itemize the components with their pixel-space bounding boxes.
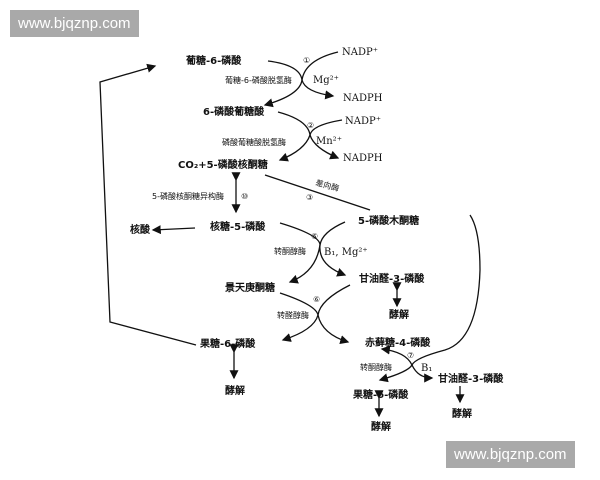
step-5: ⑤	[311, 232, 318, 241]
metabolite-gap-1: 甘油醛-3-磷酸	[359, 272, 425, 285]
metabolite-f6p-1: 果糖-6-磷酸	[199, 337, 256, 350]
cofactor-nadp-2: NADP⁺	[345, 116, 381, 127]
glycolysis-3: 酵解	[452, 407, 472, 420]
cofactor-mn: Mn²⁺	[316, 136, 342, 147]
arrow	[301, 51, 339, 100]
cofactor-nadp-1: NADP⁺	[342, 47, 378, 58]
metabolite-6pg: 6-磷酸葡糖酸	[203, 105, 265, 118]
watermark-bottom: www.bjqznp.com	[446, 441, 575, 468]
cofactor-mg-1: Mg²⁺	[313, 75, 339, 86]
arrow	[151, 225, 196, 235]
metabolite-g6p: 葡糖-6-磷酸	[185, 54, 242, 67]
metabolite-f6p-2: 果糖-6-磷酸	[352, 388, 409, 401]
enzyme-2: 磷酸葡糖酸脱氢酶	[222, 137, 286, 147]
metabolite-r5p: 核糖-5-磷酸	[210, 220, 266, 233]
arrow	[277, 111, 311, 162]
arrow	[378, 214, 481, 383]
enzyme-6: 转醛醇酶	[277, 310, 309, 320]
step-2: ②	[307, 121, 314, 130]
metabolite-nucleic-acid: 核酸	[130, 223, 151, 236]
arrow	[317, 284, 351, 345]
watermark-top: www.bjqznp.com	[10, 10, 139, 37]
enzyme-3: 差向酶	[314, 177, 340, 193]
step-3: ③	[306, 193, 313, 202]
cofactor-nadph-1: NADPH	[343, 93, 383, 104]
metabolite-gap-2: 甘油醛-3-磷酸	[438, 372, 504, 385]
metabolite-xu5p: 5-磷酸木酮糖	[358, 214, 419, 227]
glycolysis-1: 酵解	[389, 308, 409, 321]
enzyme-5: 转酮醇酶	[274, 246, 306, 256]
recycle-arrow	[99, 63, 197, 346]
arrow	[309, 119, 343, 160]
glycolysis-2: 酵解	[225, 384, 245, 397]
arrow	[288, 221, 346, 284]
glycolysis-4: 酵解	[371, 420, 391, 433]
enzyme-10: 5-磷酸核酮糖异构酶	[152, 191, 224, 201]
step-1: ①	[303, 56, 310, 65]
cofactor-b1: B₁	[421, 363, 432, 374]
arrow	[411, 364, 434, 383]
step-10: ⑩	[241, 192, 248, 201]
enzyme-1: 葡糖-6-磷酸脱氢酶	[225, 75, 292, 85]
cofactor-nadph-2: NADPH	[343, 153, 383, 164]
metabolite-s7p: 景天庚酮糖	[225, 281, 275, 294]
cofactor-b1-mg: B₁, Mg²⁺	[324, 247, 368, 258]
metabolite-e4p: 赤藓糖-4-磷酸	[365, 336, 431, 349]
arrow	[380, 345, 413, 366]
step-6: ⑥	[313, 295, 320, 304]
epimerase-line	[264, 174, 371, 211]
step-7: ⑦	[407, 351, 414, 360]
metabolite-ru5p: CO₂+5-磷酸核酮糖	[178, 158, 268, 171]
enzyme-7: 转酮醇酶	[360, 362, 392, 372]
